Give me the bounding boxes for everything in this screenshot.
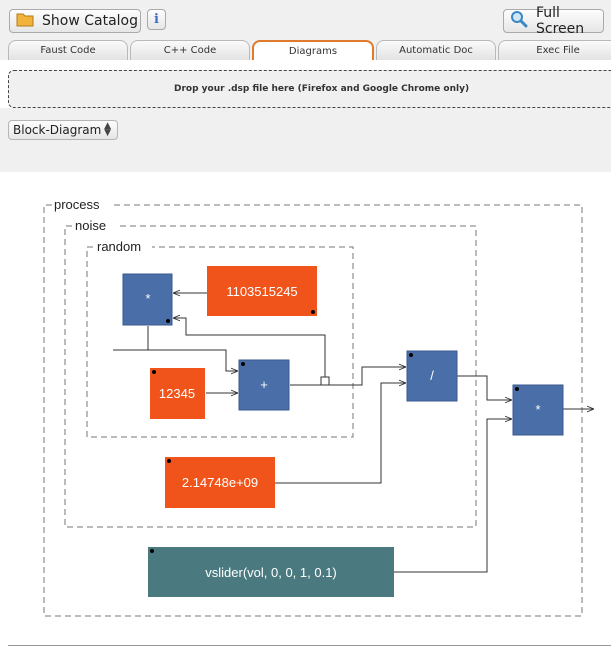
constant-label: 2.14748e+09 <box>182 475 258 490</box>
wire <box>173 318 326 377</box>
wire <box>457 375 512 400</box>
add-label: + <box>260 377 268 392</box>
add-block: + <box>238 359 290 411</box>
full-screen-button[interactable]: Full Screen <box>503 5 604 37</box>
noise-group: noise <box>64 218 477 528</box>
tab-bar: Faust Code C++ Code Diagrams Automatic D… <box>0 38 611 60</box>
search-icon <box>510 10 528 32</box>
wire <box>329 367 406 386</box>
tab-label: Faust Code <box>40 45 96 56</box>
diagram-type-value: Block-Diagram <box>13 123 102 137</box>
constant-label: 1103515245 <box>226 284 297 299</box>
full-screen-label: Full Screen <box>536 5 585 37</box>
multiply-block: * <box>512 384 564 436</box>
slider-label: vslider(vol, 0, 0, 1, 0.1) <box>205 565 337 580</box>
multiply-label: * <box>145 291 150 306</box>
constant-block: 12345 <box>150 368 205 419</box>
show-catalog-label: Show Catalog <box>42 13 138 29</box>
divide-block: / <box>406 350 458 402</box>
slider-block: vslider(vol, 0, 0, 1, 0.1) <box>148 547 394 597</box>
constant-label: 12345 <box>159 386 195 401</box>
show-catalog-button[interactable]: Show Catalog <box>9 9 141 33</box>
constant-block: 2.14748e+09 <box>165 457 275 508</box>
multiply-label: * <box>535 402 540 417</box>
file-drop-zone[interactable]: Drop your .dsp file here (Firefox and Go… <box>8 70 611 108</box>
delay-box <box>320 376 330 386</box>
wire <box>275 383 406 484</box>
block-diagram: process noise random <box>0 172 611 648</box>
diagram-svg: process noise random <box>43 197 594 617</box>
divide-label: / <box>430 368 434 383</box>
random-label: random <box>97 239 141 254</box>
tab-faust-code[interactable]: Faust Code <box>8 40 128 60</box>
process-group: process <box>43 197 583 617</box>
tab-label: Diagrams <box>288 45 338 57</box>
diagram-type-select[interactable]: Block-Diagram ▲▼ <box>8 120 118 140</box>
info-button[interactable]: i <box>147 9 166 30</box>
info-icon: i <box>154 12 159 27</box>
wires <box>113 293 594 573</box>
tab-label: Automatic Doc <box>399 45 473 56</box>
tab-diagrams[interactable]: Diagrams <box>252 40 374 60</box>
tab-cpp-code[interactable]: C++ Code <box>130 40 250 60</box>
constant-block: 1103515245 <box>207 266 317 316</box>
tab-label: Exec File <box>536 45 580 56</box>
wire <box>394 419 512 573</box>
chevron-updown-icon: ▲▼ <box>104 121 111 138</box>
tab-automatic-doc[interactable]: Automatic Doc <box>376 40 496 60</box>
tab-exec-file[interactable]: Exec File <box>498 40 611 60</box>
wire <box>113 326 238 371</box>
process-label: process <box>54 197 100 212</box>
multiply-block: * <box>122 273 173 326</box>
toolbar: Show Catalog i Full Screen <box>0 0 611 38</box>
folder-icon <box>16 11 34 31</box>
tab-label: C++ Code <box>163 45 217 56</box>
divider <box>8 645 611 646</box>
drop-zone-text: Drop your .dsp file here (Firefox and Go… <box>174 84 470 94</box>
noise-label: noise <box>75 218 106 233</box>
random-group: random <box>86 239 354 438</box>
view-selector-row: Block-Diagram ▲▼ <box>0 108 611 172</box>
